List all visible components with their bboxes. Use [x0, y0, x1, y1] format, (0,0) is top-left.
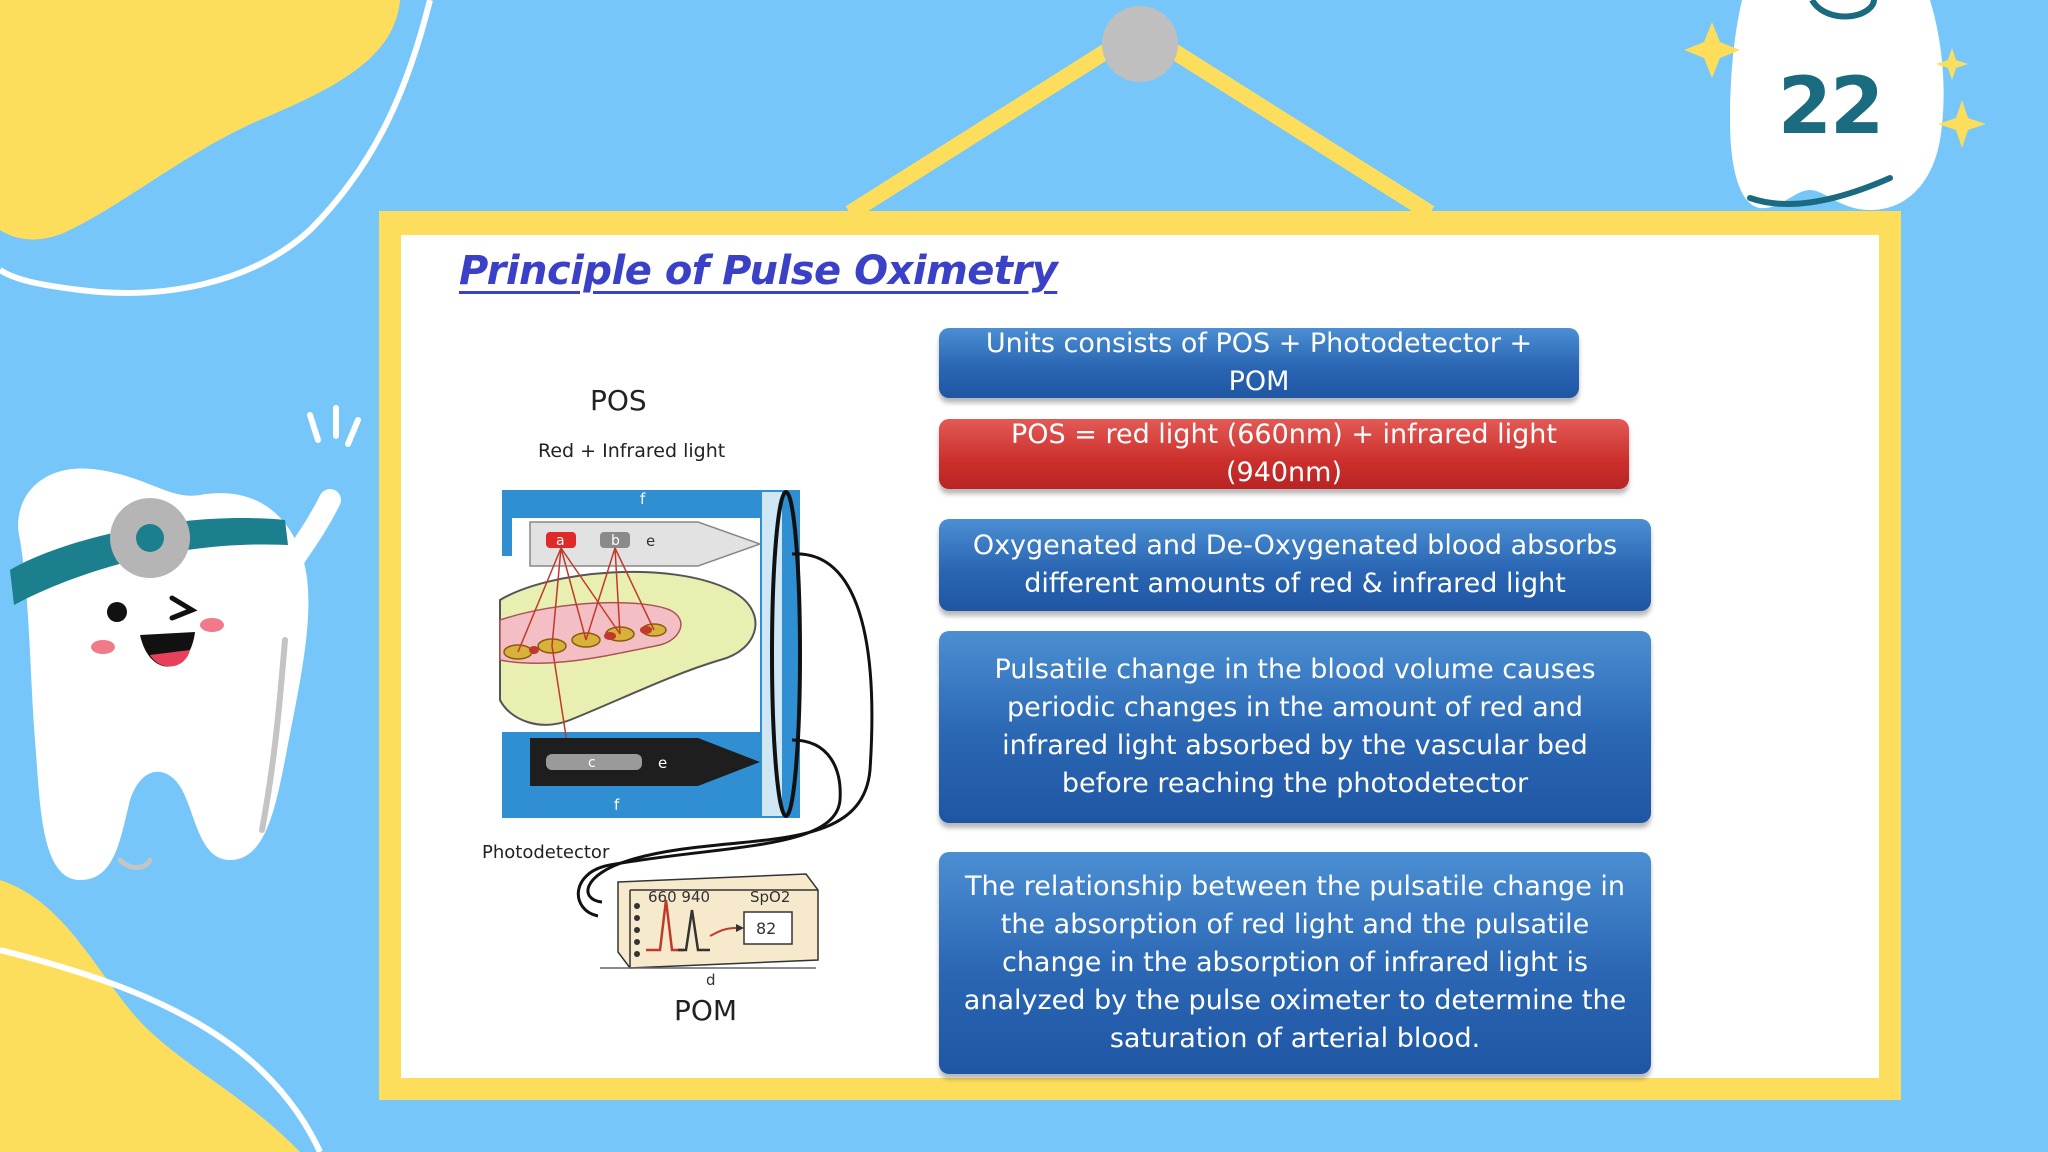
marker-d: d [706, 971, 716, 989]
photodetector-c [546, 754, 642, 770]
slide-title: Principle of Pulse Oximetry [459, 248, 1058, 294]
marker-c: c [588, 755, 596, 771]
light-label: Red + Infrared light [538, 440, 726, 462]
marker-f-top: f [640, 490, 646, 508]
photodetector-label: Photodetector [482, 842, 610, 863]
info-box-pos: POS = red light (660nm) + infrared light… [939, 419, 1629, 489]
info-box-units: Units consists of POS + Photodetector + … [939, 328, 1579, 398]
monitor-wavelengths: 660 940 [648, 888, 710, 906]
page-number: 22 [1777, 62, 1885, 152]
marker-b: b [611, 533, 620, 549]
marker-f-bottom: f [614, 796, 620, 814]
tooth-doctor-mascot-icon [10, 405, 361, 880]
sparkle-icon [1684, 22, 1986, 148]
info-box-pulsatile: Pulsatile change in the blood volume cau… [939, 631, 1651, 823]
marker-a: a [556, 533, 565, 549]
marker-e-bottom: e [658, 754, 667, 772]
pom-label: POM [674, 994, 738, 1027]
info-box-relationship: The relationship between the pulsatile c… [939, 852, 1651, 1074]
info-box-absorption: Oxygenated and De-Oxygenated blood absor… [939, 519, 1651, 611]
ir-led-b [600, 532, 630, 548]
marker-e-top: e [646, 532, 655, 550]
pulse-oximetry-diagram: a b e f c e f 660 940 SpO2 82 [499, 490, 874, 989]
pos-label: POS [590, 384, 647, 417]
monitor-spo2-label: SpO2 [750, 888, 790, 906]
hanging-pin-icon [1102, 6, 1178, 82]
monitor-spo2-value: 82 [756, 919, 776, 938]
red-led-a [546, 532, 576, 548]
tooth-page-badge-icon [1730, 0, 1944, 210]
